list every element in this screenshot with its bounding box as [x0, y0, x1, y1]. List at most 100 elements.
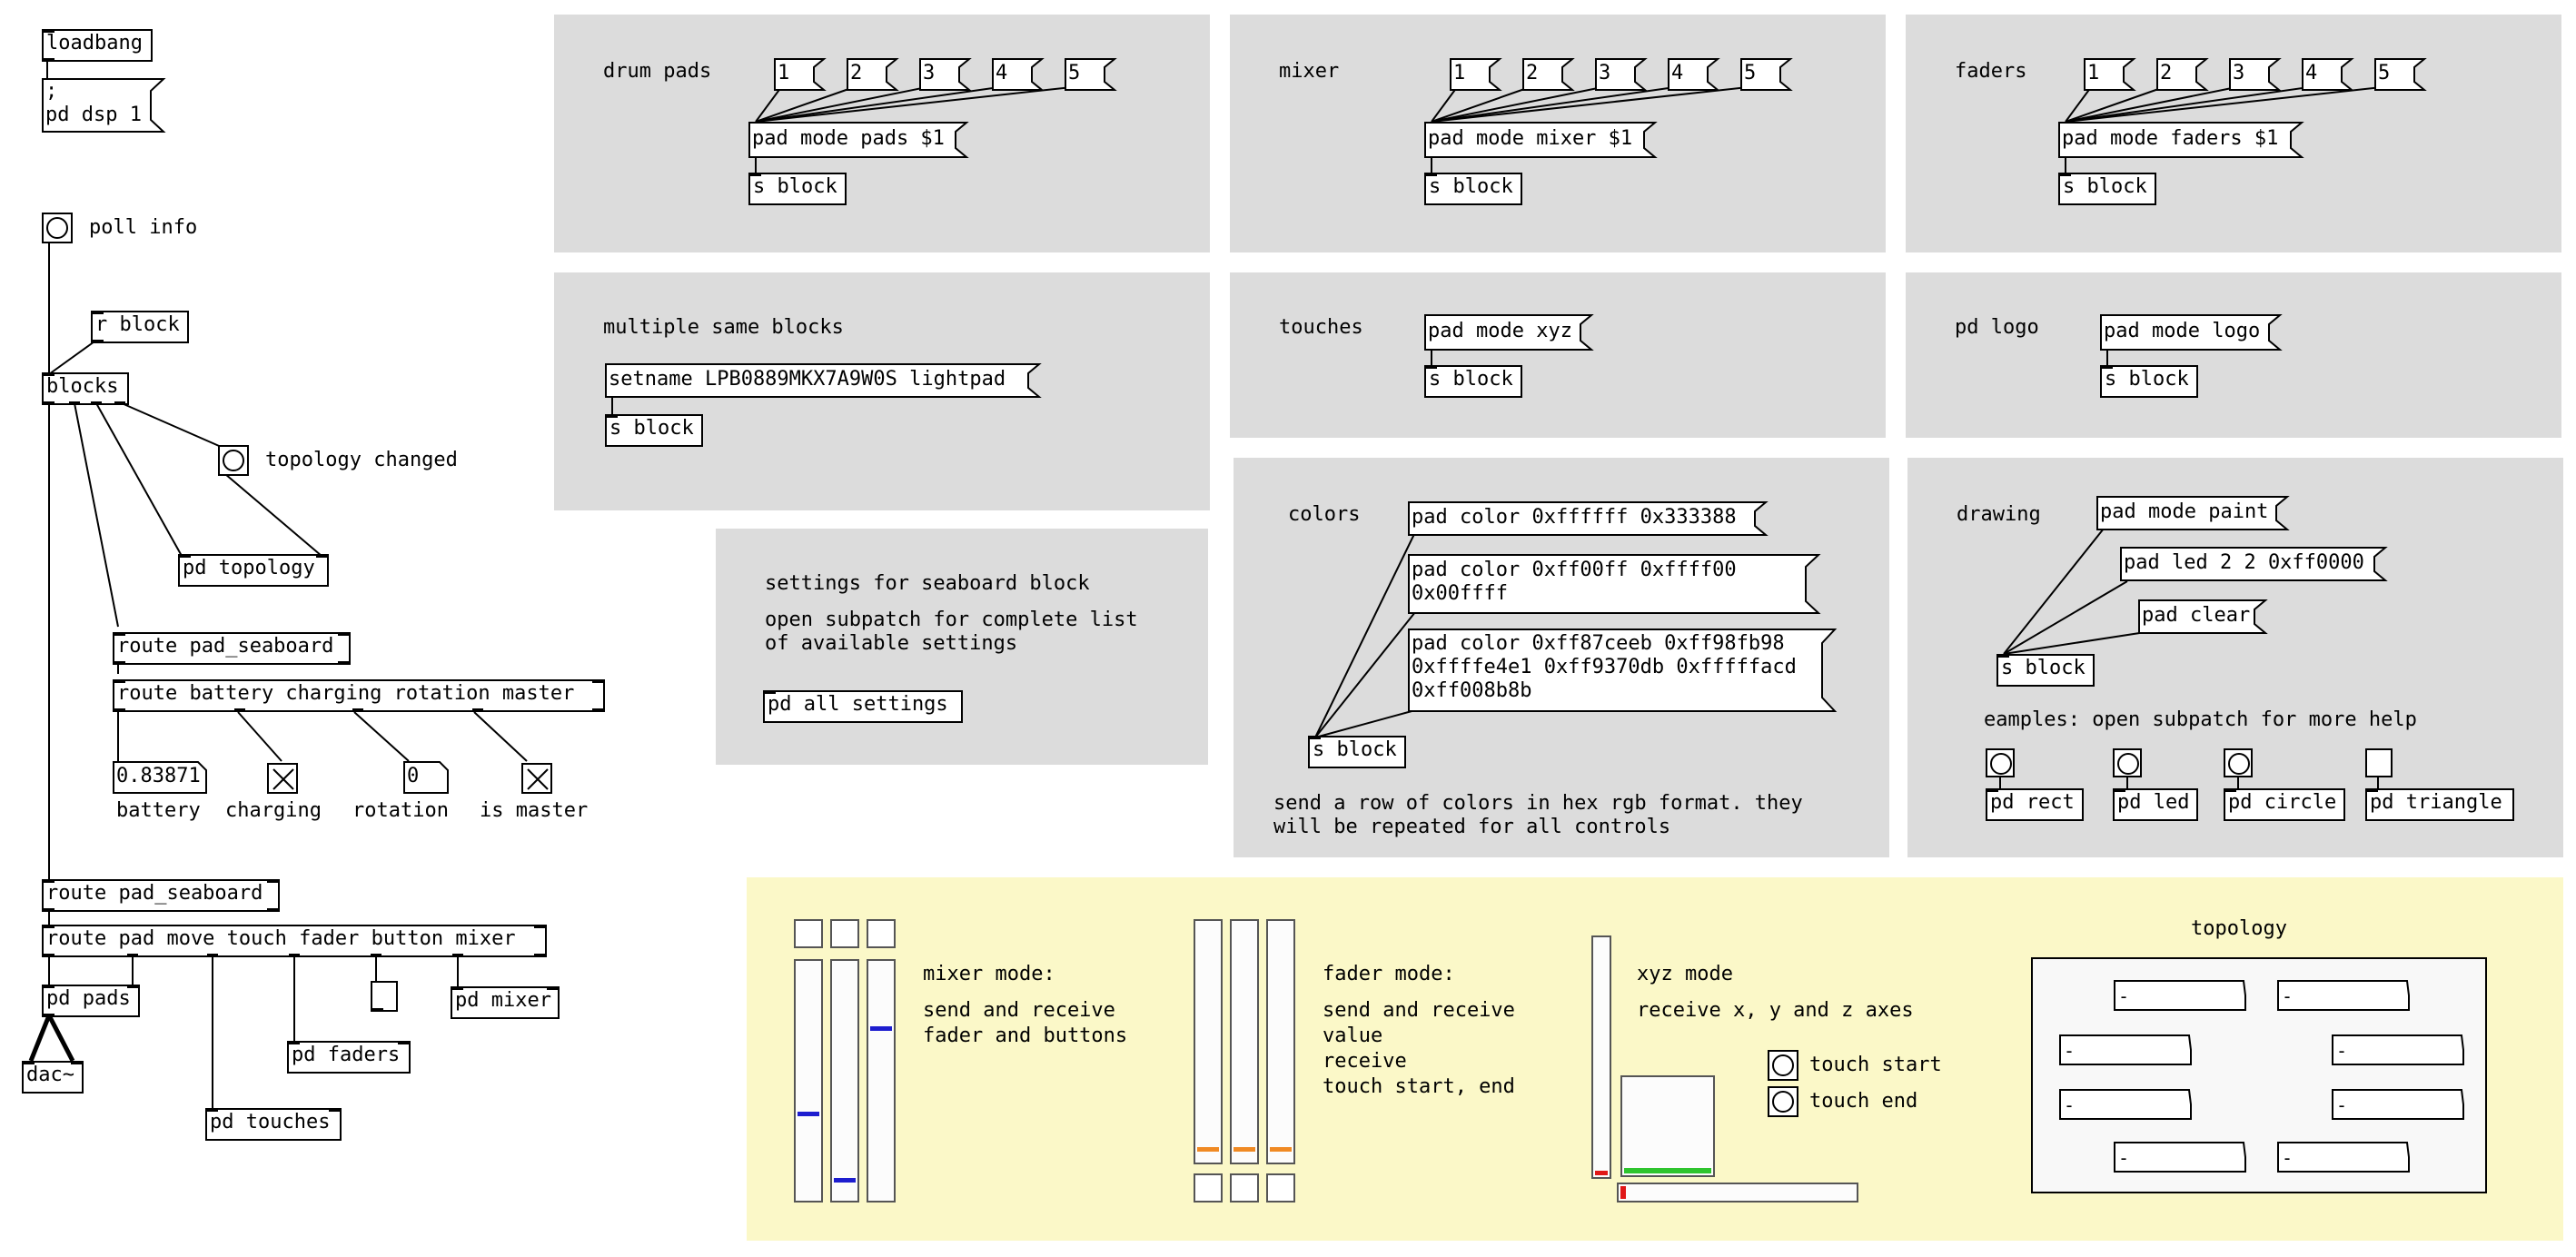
mixer-num-3-message[interactable]: 3: [1595, 58, 1648, 91]
led-message[interactable]: pad led 2 2 0xff0000: [2120, 547, 2388, 581]
circle-example-bang[interactable]: [2224, 748, 2253, 777]
mixer-num-2-message[interactable]: 2: [1522, 58, 1575, 91]
led-example-bang[interactable]: [2113, 748, 2142, 777]
drum-num-2-message[interactable]: 2: [847, 58, 899, 91]
fader-slider-3[interactable]: [1266, 919, 1295, 1164]
is-master-label: is master: [480, 799, 589, 822]
poll-info-bang[interactable]: [42, 213, 73, 243]
charging-toggle[interactable]: [267, 763, 298, 794]
logo-send-block[interactable]: s block: [2100, 365, 2198, 398]
battery-number[interactable]: 0.83871: [113, 761, 207, 794]
xyz-x-slider[interactable]: [1617, 1183, 1858, 1203]
pd-circle-object[interactable]: pd circle: [2224, 788, 2345, 821]
touch-end-bang[interactable]: [1768, 1086, 1798, 1117]
drawing-send-block[interactable]: s block: [1996, 654, 2095, 687]
drum-mode-message[interactable]: pad mode pads $1: [748, 122, 969, 158]
fader-touch-box-2[interactable]: [1230, 1173, 1259, 1203]
mixer-num-4-label: 4: [1671, 62, 1684, 84]
svg-text:-: -: [2118, 985, 2129, 1007]
mixer-button-2[interactable]: [830, 919, 859, 948]
mixer-fader-1[interactable]: [794, 959, 823, 1203]
faders-num-2-message[interactable]: 2: [2156, 58, 2209, 91]
mixer-num-1-message[interactable]: 1: [1450, 58, 1502, 91]
pd-led-object[interactable]: pd led: [2113, 788, 2198, 821]
color-message-2[interactable]: pad color 0xff00ff 0xffff00 0x00ffff: [1408, 554, 1821, 614]
topology-title: topology: [2191, 917, 2287, 940]
xyz-pad-area[interactable]: [1620, 1075, 1715, 1177]
faders-num-3-message[interactable]: 3: [2229, 58, 2282, 91]
mixer-mode-line2: fader and buttons: [923, 1024, 1128, 1047]
paint-mode-label: pad mode paint: [2100, 500, 2269, 523]
loadbang-object[interactable]: loadbang: [42, 29, 153, 62]
mixer-num-2-label: 2: [1526, 62, 1539, 84]
pd-triangle-object[interactable]: pd triangle: [2365, 788, 2514, 821]
touches-send-block[interactable]: s block: [1424, 365, 1522, 398]
unnamed-subpatch-box[interactable]: [371, 981, 398, 1012]
drum-num-4-message[interactable]: 4: [992, 58, 1045, 91]
r-block-object[interactable]: r block: [91, 311, 189, 343]
route-battery-object[interactable]: route battery charging rotation master: [113, 679, 605, 712]
mixer-fader-2[interactable]: [830, 959, 859, 1203]
drum-num-1-message[interactable]: 1: [774, 58, 827, 91]
paint-mode-message[interactable]: pad mode paint: [2096, 496, 2290, 530]
blocks-object[interactable]: blocks: [42, 372, 129, 405]
drum-send-block[interactable]: s block: [748, 173, 847, 205]
route-pad-seaboard-1[interactable]: route pad_seaboard: [113, 632, 351, 665]
mixer-fader-3[interactable]: [867, 959, 896, 1203]
fader-touch-box-3[interactable]: [1266, 1173, 1295, 1203]
mixer-button-1[interactable]: [794, 919, 823, 948]
fader-slider-1[interactable]: [1194, 919, 1223, 1164]
mixer-fader-3-knob: [870, 1025, 892, 1031]
xyz-z-knob: [1595, 1171, 1608, 1175]
pd-topology-object[interactable]: pd topology: [178, 554, 329, 587]
fader-touch-box-1[interactable]: [1194, 1173, 1223, 1203]
faders-num-1-message[interactable]: 1: [2084, 58, 2136, 91]
route-pad-seaboard-2[interactable]: route pad_seaboard: [42, 879, 280, 912]
pd-mixer-label: pd mixer: [455, 989, 551, 1012]
color-message-1[interactable]: pad color 0xffffff 0x333388: [1408, 501, 1769, 536]
faders-num-4-label: 4: [2305, 62, 2318, 84]
faders-mode-message[interactable]: pad mode faders $1: [2058, 122, 2304, 158]
mixer-button-3[interactable]: [867, 919, 896, 948]
color-message-3[interactable]: pad color 0xff87ceeb 0xff98fb98 0xffffe4…: [1408, 628, 1838, 712]
pd-rect-object[interactable]: pd rect: [1986, 788, 2084, 821]
rect-example-bang[interactable]: [1986, 748, 2015, 777]
r-block-label: r block: [95, 313, 180, 336]
triangle-example-box[interactable]: [2365, 748, 2393, 777]
drum-num-5-message[interactable]: 5: [1065, 58, 1117, 91]
mixer-num-4-message[interactable]: 4: [1668, 58, 1720, 91]
drum-num-3-message[interactable]: 3: [919, 58, 972, 91]
logo-mode-message[interactable]: pad mode logo: [2100, 314, 2283, 351]
setname-message[interactable]: setname LPB0889MKX7A9W0S lightpad: [605, 363, 1042, 398]
route-pad-move-object[interactable]: route pad move touch fader button mixer: [42, 925, 547, 957]
pd-touches-object[interactable]: pd touches: [205, 1108, 342, 1141]
mixer-num-5-message[interactable]: 5: [1740, 58, 1793, 91]
dsp-on-message[interactable]: ; pd dsp 1: [42, 78, 166, 133]
faders-num-4-message[interactable]: 4: [2302, 58, 2354, 91]
pd-mixer-object[interactable]: pd mixer: [451, 986, 560, 1019]
faders-send-block[interactable]: s block: [2058, 173, 2156, 205]
clear-message[interactable]: pad clear: [2138, 599, 2268, 634]
touch-start-bang[interactable]: [1768, 1050, 1798, 1081]
pd-faders-object[interactable]: pd faders: [287, 1041, 411, 1074]
fader-slider-1-knob: [1197, 1146, 1219, 1152]
setname-label: setname LPB0889MKX7A9W0S lightpad: [609, 368, 1006, 391]
pd-pads-object[interactable]: pd pads: [42, 985, 140, 1017]
faders-num-5-message[interactable]: 5: [2374, 58, 2427, 91]
route-battery-label: route battery charging rotation master: [117, 682, 575, 705]
fader-slider-2[interactable]: [1230, 919, 1259, 1164]
rotation-number[interactable]: 0: [403, 761, 449, 794]
clear-message-label: pad clear: [2142, 604, 2251, 627]
pd-all-settings-object[interactable]: pd all settings: [763, 690, 963, 723]
colors-send-block[interactable]: s block: [1308, 736, 1406, 768]
mixer-mode-message[interactable]: pad mode mixer $1: [1424, 122, 1658, 158]
mixer-send-block[interactable]: s block: [1424, 173, 1522, 205]
dac-object[interactable]: dac~: [22, 1061, 84, 1094]
topology-changed-bang[interactable]: [218, 445, 249, 476]
xyz-z-slider[interactable]: [1591, 935, 1611, 1179]
is-master-toggle[interactable]: [521, 763, 552, 794]
multiple-send-block[interactable]: s block: [605, 414, 703, 447]
drum-num-3-label: 3: [923, 62, 936, 84]
color-message-2-line2: 0x00ffff: [1412, 582, 1508, 605]
touches-mode-message[interactable]: pad mode xyz: [1424, 314, 1594, 351]
